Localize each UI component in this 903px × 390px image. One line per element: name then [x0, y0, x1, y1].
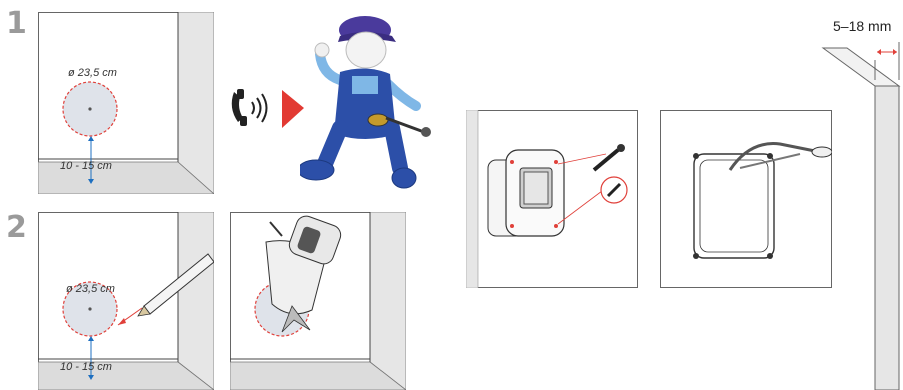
panel-step2-cutting: [230, 212, 406, 390]
panel-mounting-screws: [466, 110, 638, 288]
phone-call-group: [228, 86, 308, 134]
panel-frame-outline: [660, 110, 832, 288]
diameter-label: ø 23,5 cm: [68, 67, 117, 79]
wall-thickness-diagram: [815, 38, 903, 390]
step-number-2: 2: [6, 210, 27, 245]
thickness-label: 5–18 mm: [833, 18, 891, 34]
height-range-label: 10 - 15 cm: [60, 160, 112, 172]
height-range-label-2: 10 - 15 cm: [60, 361, 112, 373]
signal-waves-icon: [252, 94, 267, 122]
diameter-label-2: ø 23,5 cm: [66, 283, 115, 295]
panel-step2-marking: ø 23,5 cm 10 - 15 cm: [38, 212, 214, 390]
panel-step1-window: ø 23,5 cm 10 - 15 cm: [38, 12, 214, 194]
step-number-1: 1: [6, 6, 27, 41]
worker-illustration: [300, 10, 440, 200]
